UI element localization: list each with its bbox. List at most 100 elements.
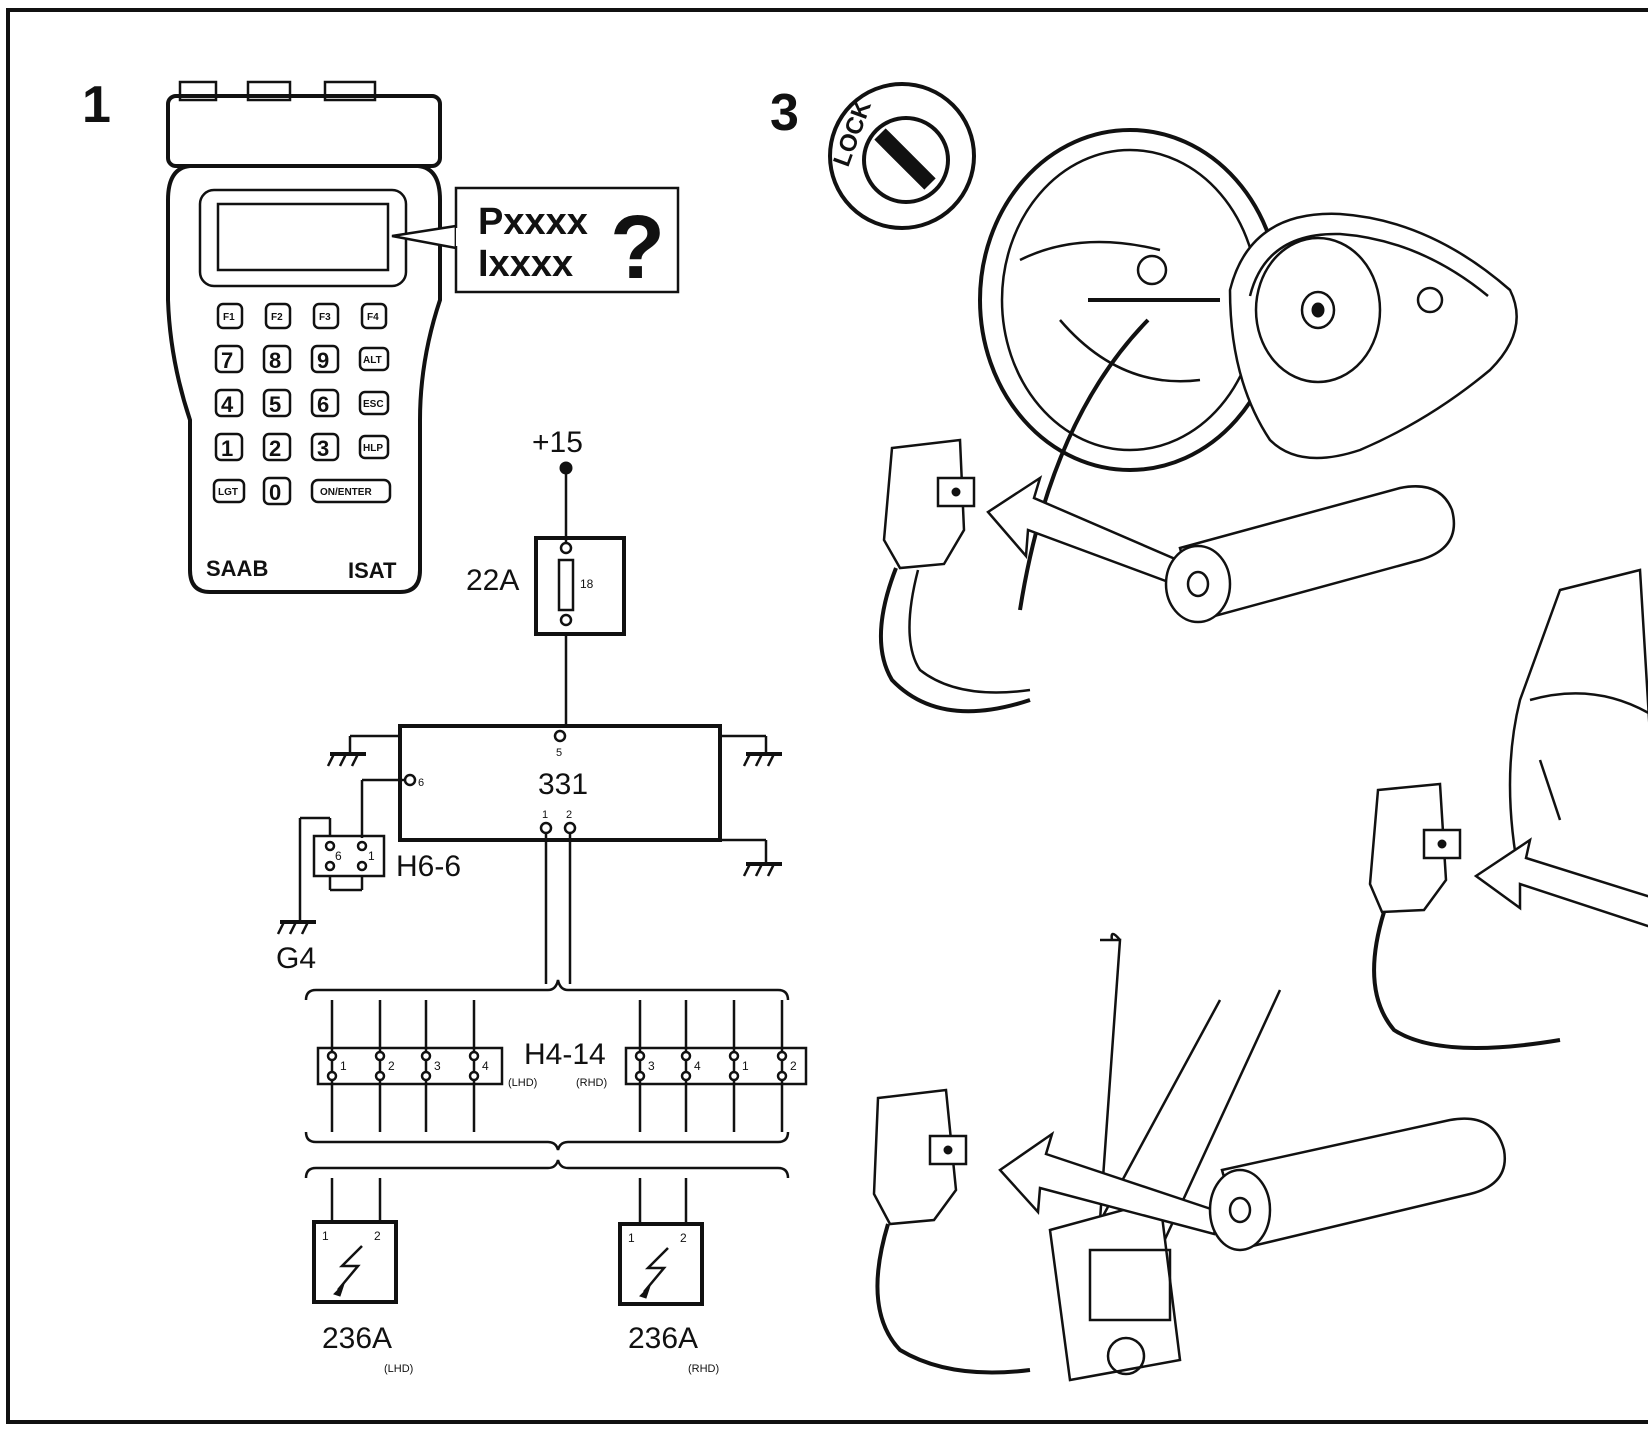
squib-rhd-label: 236A: [628, 1322, 698, 1355]
key-0[interactable]: [262, 476, 292, 506]
wiring-diagram: +15 18 22A 331 5 6 1 2: [276, 426, 808, 1375]
callout-pointer: [391, 224, 458, 250]
arrow-icon-right: [1473, 837, 1648, 928]
key-esc[interactable]: [358, 390, 390, 416]
tester-display-screen: [216, 202, 390, 272]
tester-brand-saab: SAAB: [206, 556, 268, 581]
tester-function-keys: F1 F2 F3 F4: [216, 302, 388, 330]
squib-rhd-pin-2: 2: [680, 1231, 687, 1245]
key-f4[interactable]: [360, 302, 388, 330]
callout-line-2: Ixxxx: [478, 243, 573, 285]
tester-body: [166, 164, 442, 594]
squib-rhd-side: (RHD): [688, 1363, 719, 1375]
key-2-label: 2: [269, 436, 281, 461]
connector-h4-label: H4-14: [524, 1038, 606, 1071]
connector-plug-top: [878, 438, 1031, 714]
key-f3-label: F3: [319, 312, 331, 323]
key-5-label: 5: [269, 392, 281, 417]
key-4-label: 4: [221, 392, 234, 417]
h4-lhd-label: (LHD): [508, 1077, 537, 1089]
h4-rhd-pin-1: 1: [742, 1059, 749, 1073]
squib-rhd-pin-1: 1: [628, 1231, 635, 1245]
unit-pin-1: 1: [542, 809, 548, 821]
tester-port-left: [178, 80, 218, 102]
key-3[interactable]: [310, 432, 340, 462]
arrow-icon-top: [986, 475, 1198, 592]
key-on-enter[interactable]: [310, 478, 392, 504]
key-hlp[interactable]: [358, 434, 390, 460]
ground-symbol-right-bottom: [742, 862, 782, 877]
connector-plug-bottom: [872, 1088, 1031, 1375]
key-2[interactable]: [262, 432, 292, 462]
tester-brand-isat: ISAT: [348, 558, 397, 583]
h6-pin-6: 6: [335, 849, 342, 863]
squib-236a-rhd: [618, 1222, 704, 1306]
code-callout: Pxxxx Ixxxx ?: [391, 186, 680, 298]
h4-lhd-pin-1: 1: [340, 1059, 347, 1073]
connector-h4-14-lhd: 1 2 3 4: [316, 1000, 504, 1132]
h4-rhd-label: (RHD): [576, 1077, 607, 1089]
h4-rhd-pin-3: 3: [648, 1059, 655, 1073]
panel-1-number: 1: [82, 76, 111, 134]
key-lgt[interactable]: [212, 478, 246, 504]
ground-symbol-left: [326, 752, 366, 767]
h4-lhd-pin-4: 4: [482, 1059, 489, 1073]
brace-middle: [304, 1131, 790, 1151]
key-f3[interactable]: [312, 302, 340, 330]
key-8-label: 8: [269, 348, 281, 373]
h4-lhd-pin-3: 3: [434, 1059, 441, 1073]
control-unit-331: [398, 724, 722, 842]
squib-lhd-pin-2: 2: [374, 1229, 381, 1243]
steering-column-icon: [1048, 932, 1282, 1382]
callout-line-1: Pxxxx: [478, 201, 588, 243]
key-5[interactable]: [262, 388, 292, 418]
key-7[interactable]: [214, 344, 244, 374]
pointer-line-top: [1018, 318, 1150, 611]
tester-port-right: [323, 80, 377, 102]
fuse-element: [557, 558, 575, 612]
frame-border: [6, 8, 1648, 1424]
key-esc-label: ESC: [363, 399, 384, 410]
key-8[interactable]: [262, 344, 292, 374]
key-f2[interactable]: [264, 302, 292, 330]
squib-lhd-label: 236A: [322, 1322, 392, 1355]
connector-plug-right: [1368, 782, 1561, 1050]
key-f1[interactable]: [216, 302, 244, 330]
key-9[interactable]: [310, 344, 340, 374]
fuse-label: 22A: [466, 564, 519, 597]
ground-label-g4: G4: [276, 942, 316, 975]
key-6-label: 6: [317, 392, 329, 417]
h4-lhd-pin-2: 2: [388, 1059, 395, 1073]
brace-top: [304, 979, 790, 1001]
key-3-label: 3: [317, 436, 329, 461]
airbag-cylinder-bottom: [1208, 1117, 1507, 1252]
connector-h6-6: [312, 834, 386, 878]
squib-236a-lhd: [312, 1220, 398, 1304]
connector-h6-label: H6-6: [396, 850, 461, 883]
unit-pin-6: 6: [418, 777, 424, 789]
key-9-label: 9: [317, 348, 329, 373]
tester-top-module: [166, 94, 442, 168]
squib-lhd-pin-1: 1: [322, 1229, 329, 1243]
key-0-label: 0: [269, 480, 281, 505]
tester-keypad: 7 8 9 ALT 4 5 6 ESC 1 2 3 HLP: [212, 344, 392, 506]
key-hlp-label: HLP: [363, 443, 383, 454]
key-on-enter-label: ON/ENTER: [320, 487, 372, 498]
ignition-lock: LOCK: [828, 82, 976, 230]
airbag-cylinder-top: [1164, 485, 1456, 624]
h6-pin-1: 1: [368, 849, 375, 863]
unit-pin-5: 5: [556, 747, 562, 759]
squib-lhd-side: (LHD): [384, 1363, 413, 1375]
fuse-number: 18: [580, 577, 594, 591]
key-6[interactable]: [310, 388, 340, 418]
unit-pin-2: 2: [566, 809, 572, 821]
key-1[interactable]: [214, 432, 244, 462]
panel-3-number: 3: [770, 84, 799, 142]
key-4[interactable]: [214, 388, 244, 418]
isat-tester: F1 F2 F3 F4 7 8 9 ALT 4 5 6: [166, 80, 442, 594]
key-1-label: 1: [221, 436, 233, 461]
airbag-module-icon: [1228, 212, 1518, 460]
fuse-box-22a: [534, 536, 626, 636]
key-alt[interactable]: [358, 346, 390, 372]
ground-symbol-g4: [276, 920, 316, 935]
